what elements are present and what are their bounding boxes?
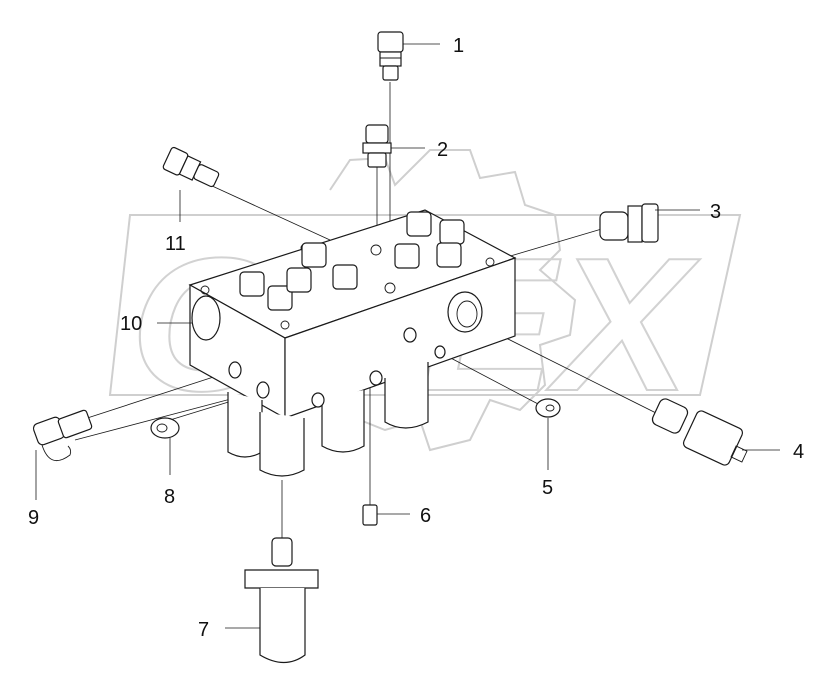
part-10-valve-block bbox=[188, 209, 517, 477]
part-5-plug bbox=[535, 398, 561, 418]
part-1-fitting bbox=[377, 31, 404, 81]
callout-2: 2 bbox=[437, 139, 448, 161]
part-6-bolt bbox=[362, 504, 378, 526]
block-top-fittings bbox=[239, 211, 465, 311]
part-3-fitting bbox=[599, 203, 659, 243]
callout-11: 11 bbox=[165, 233, 186, 255]
callout-3: 3 bbox=[710, 201, 721, 223]
part-9-fitting bbox=[32, 409, 93, 462]
watermark-frame bbox=[108, 214, 742, 396]
part-4-fitting bbox=[651, 398, 748, 466]
callout-4: 4 bbox=[793, 441, 804, 463]
part-11-fitting bbox=[162, 146, 220, 188]
callout-1: 1 bbox=[453, 35, 464, 57]
callout-10: 10 bbox=[120, 313, 142, 335]
callout-5: 5 bbox=[542, 477, 553, 499]
part-2-fitting bbox=[362, 124, 392, 168]
callout-6: 6 bbox=[420, 505, 431, 527]
callout-labels: 1 2 3 4 5 6 7 8 9 10 11 bbox=[28, 35, 804, 641]
callout-7: 7 bbox=[198, 619, 209, 641]
callout-9: 9 bbox=[28, 507, 39, 529]
part-7-sensor bbox=[244, 537, 319, 664]
callout-8: 8 bbox=[164, 486, 175, 508]
part-8-plug bbox=[150, 417, 180, 439]
callout-leaders bbox=[35, 43, 780, 629]
